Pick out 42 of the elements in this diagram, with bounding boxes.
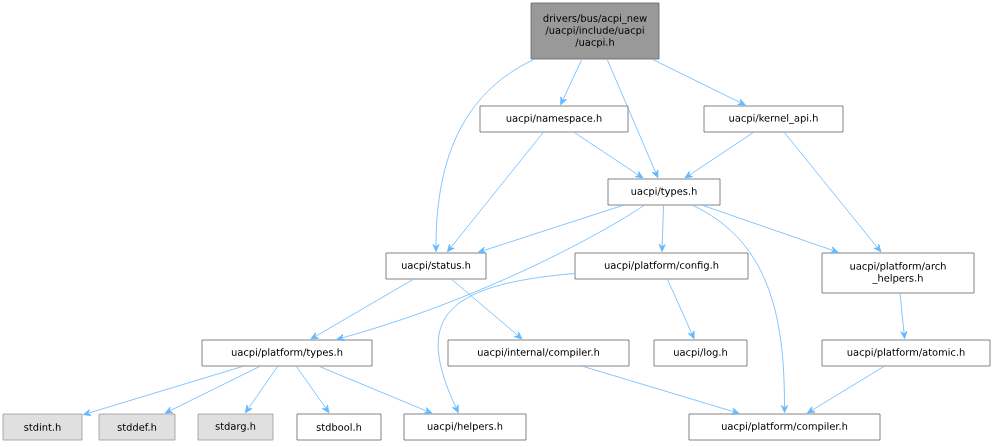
header-file-box: stdbool.h — [296, 413, 382, 441]
arrow — [451, 279, 523, 340]
source-file-box: drivers/bus/acpi_new /uacpi/include/uacpi /uacpi.h — [530, 2, 660, 60]
header-file-box: uacpi/log.h — [653, 339, 748, 367]
arrow — [318, 366, 433, 414]
arrow — [658, 205, 666, 252]
arrow — [560, 59, 583, 106]
arrow — [652, 59, 746, 106]
header-file-box: uacpi/kernel_api.h — [703, 105, 844, 133]
arrow — [899, 293, 908, 339]
arrow — [806, 366, 885, 414]
arrow — [582, 366, 740, 415]
arrow — [573, 132, 644, 179]
header-file-box: uacpi/helpers.h — [403, 413, 527, 441]
header-file-box: uacpi/status.h — [385, 252, 487, 280]
system-header-box: stdint.h — [2, 413, 83, 441]
arrow — [667, 279, 695, 340]
header-file-box: uacpi/platform/arch _helpers.h — [821, 252, 975, 294]
arrow — [164, 366, 261, 414]
arrow — [310, 279, 414, 340]
arrow — [438, 273, 575, 414]
arrow — [432, 59, 535, 252]
header-file-box: uacpi/platform/compiler.h — [688, 413, 881, 441]
system-header-box: stddef.h — [98, 413, 176, 441]
header-file-box: uacpi/platform/atomic.h — [821, 339, 991, 367]
header-file-box: uacpi/platform/types.h — [201, 339, 373, 367]
arrow — [702, 205, 839, 254]
header-file-box: uacpi/namespace.h — [479, 105, 629, 133]
arrow — [606, 59, 659, 179]
arrow — [692, 205, 788, 413]
arrow — [245, 366, 279, 414]
arrow — [82, 366, 244, 416]
header-file-box: uacpi/platform/config.h — [574, 252, 749, 280]
arrow — [296, 366, 330, 414]
arrow — [477, 205, 624, 254]
header-file-box: uacpi/types.h — [607, 178, 721, 206]
header-file-box: uacpi/internal/compiler.h — [447, 339, 630, 367]
arrow — [447, 132, 544, 253]
system-header-box: stdarg.h — [197, 413, 274, 441]
arrow — [684, 132, 754, 179]
arrow — [783, 132, 882, 253]
arrow — [336, 205, 645, 341]
